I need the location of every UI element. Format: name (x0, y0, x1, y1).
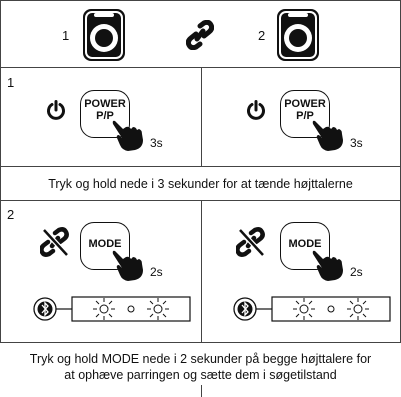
mode-button-label: MODE (88, 238, 122, 250)
hand-pointer-icon (112, 250, 143, 281)
step1-caption: Tryk og hold nede i 3 sekunder for at tæ… (48, 177, 353, 191)
step1-number: 1 (7, 75, 15, 90)
bottom-tick (201, 385, 202, 397)
step1-center-divider (201, 67, 202, 166)
speaker-icon (277, 9, 319, 61)
link-icon (186, 20, 214, 50)
mode-button-label: MODE (288, 238, 322, 250)
hand-pointer-icon (312, 120, 343, 151)
power-icon (47, 100, 65, 120)
step1-duration-left: 3s (150, 136, 163, 150)
power-button-label-line2: P/P (96, 110, 114, 122)
power-button (80, 90, 130, 138)
bluetooth-led-indicator (33, 296, 191, 322)
bluetooth-led-indicator (233, 296, 391, 322)
step1-duration-right: 3s (350, 136, 363, 150)
power-button-label-line1: POWER (284, 98, 326, 110)
step2-number: 2 (7, 207, 15, 222)
step1-divider (0, 166, 401, 167)
speaker2-label: 2 (258, 28, 266, 43)
step2-duration-right: 2s (350, 265, 363, 279)
mode-button (280, 222, 330, 270)
led-blink-icon (347, 298, 369, 320)
hand-pointer-icon (112, 120, 143, 151)
speaker1-label: 1 (62, 28, 70, 43)
hand-pointer-icon (312, 250, 343, 281)
unlink-icon (40, 227, 69, 257)
power-icon (247, 100, 265, 120)
step2-caption-line1: Tryk og hold MODE nede i 2 sekunder på b… (29, 352, 372, 366)
speaker-icon (83, 9, 125, 61)
step2-caption-line2: at ophæve parringen og sætte dem i søget… (64, 368, 337, 382)
step2-center-divider (201, 200, 202, 343)
step2-duration-left: 2s (150, 265, 163, 279)
power-button (280, 90, 330, 138)
led-blink-icon (293, 298, 315, 320)
power-button-label-line2: P/P (296, 110, 314, 122)
led-blink-icon (93, 298, 115, 320)
led-blink-icon (147, 298, 169, 320)
unlink-icon (236, 227, 265, 257)
mode-button (80, 222, 130, 270)
power-button-label-line1: POWER (84, 98, 126, 110)
